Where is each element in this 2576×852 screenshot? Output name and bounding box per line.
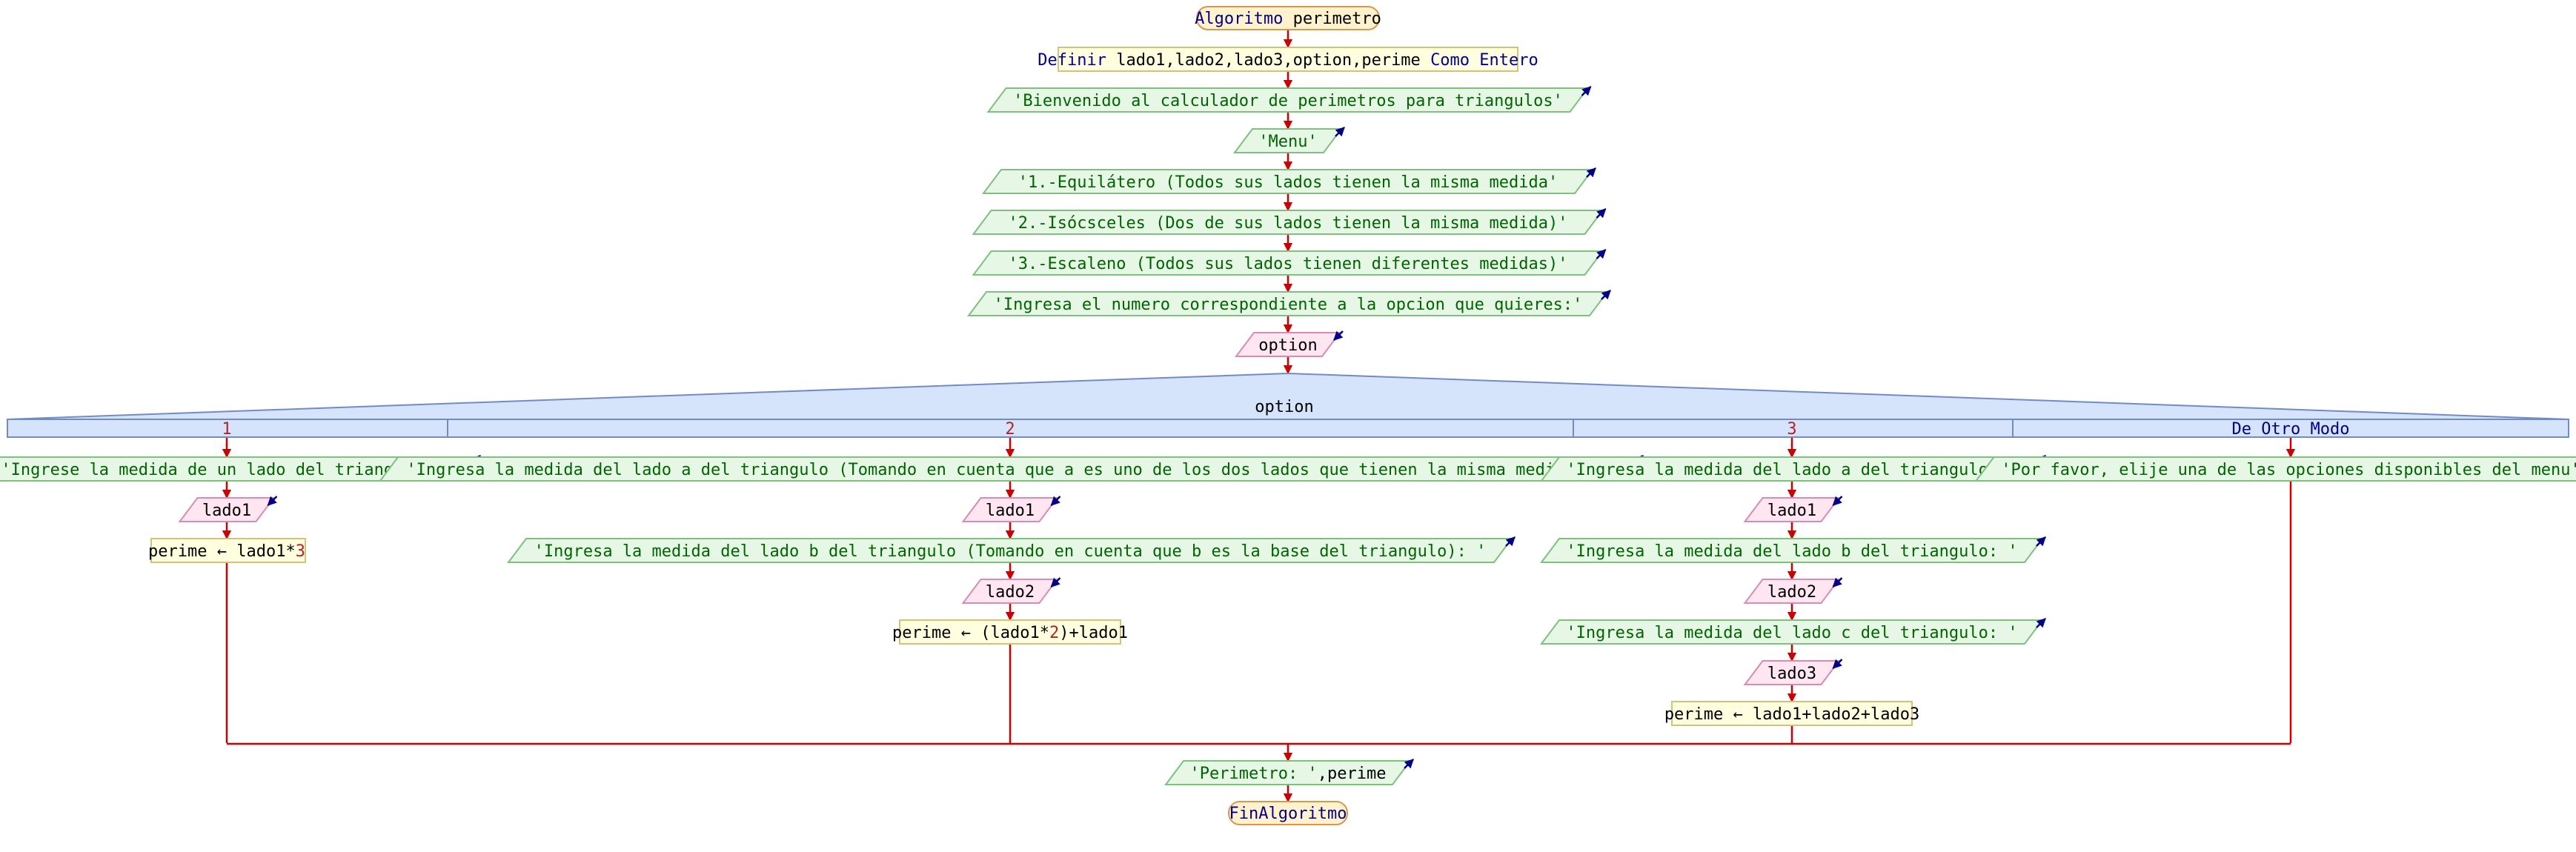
- case1-assign: perime ← lado1*3: [148, 538, 306, 563]
- input-option-node: option: [1235, 330, 1344, 357]
- svg-text:Algoritmo perimetro: Algoritmo perimetro: [1195, 10, 1381, 28]
- input-arrow-icon: [1050, 577, 1061, 588]
- case3-output-3: 'Ingresa la medida del lado c del triang…: [1540, 618, 2046, 645]
- flow-lines: [222, 30, 2296, 803]
- output-main-2: 'Menu': [1233, 127, 1345, 153]
- svg-text:lado1: lado1: [1767, 502, 1816, 520]
- output-arrow-icon: [2036, 618, 2046, 628]
- output-arrow-icon: [1596, 208, 1607, 219]
- svg-text:lado1: lado1: [202, 502, 251, 520]
- output-arrow-icon: [1505, 536, 1516, 547]
- output-arrow-icon: [1404, 759, 1414, 769]
- output-arrow-icon: [1601, 290, 1611, 300]
- case3-assign: perime ← lado1+lado2+lado3: [1664, 701, 1919, 726]
- output-main-3: '1.-Equilátero (Todos sus lados tienen l…: [982, 167, 1596, 194]
- input-arrow-icon: [267, 496, 278, 506]
- svg-text:'3.-Escaleno (Todos sus lado: '3.-Escaleno (Todos sus lados tienen dif…: [1009, 255, 1568, 273]
- start-terminal: Algoritmo perimetro: [1195, 6, 1381, 30]
- svg-text:'Menu': 'Menu': [1258, 133, 1317, 151]
- output-arrow-icon: [1596, 249, 1607, 259]
- output-arrow-icon: [2036, 536, 2046, 547]
- svg-text:lado1: lado1: [986, 502, 1035, 520]
- output-arrow-icon: [1335, 127, 1345, 137]
- switch-block: option 1 2 3 De Otro Modo: [7, 372, 2569, 439]
- input-option: option: [1235, 330, 1344, 357]
- svg-text:perime ← lado1*3: perime ← lado1*3: [148, 542, 305, 561]
- svg-text:'Ingresa la medida del lado c: 'Ingresa la medida del lado c del triang…: [1566, 624, 2017, 642]
- svg-text:'Perimetro: ',perime: 'Perimetro: ',perime: [1190, 765, 1387, 783]
- case3-input-1: lado1: [1743, 496, 1843, 522]
- case1-input: lado1: [178, 496, 278, 522]
- case-label-3: 3: [1787, 420, 1796, 439]
- case-label-2: 2: [1005, 420, 1015, 439]
- svg-text:FinAlgoritmo: FinAlgoritmo: [1229, 805, 1347, 823]
- svg-text:'Ingrese la medida de un lado: 'Ingrese la medida de un lado del triang…: [1, 461, 452, 479]
- switch-variable: option: [1255, 398, 1313, 416]
- svg-text:lado2: lado2: [986, 583, 1035, 602]
- input-arrow-icon: [1050, 496, 1061, 506]
- input-arrow-icon: [1333, 330, 1344, 341]
- case2-output-1: 'Ingresa la medida del lado a del triang…: [379, 455, 1644, 482]
- output-main-6: 'Ingresa el numero correspondiente a la …: [967, 290, 1611, 316]
- svg-text:'Ingresa la medida del lado a: 'Ingresa la medida del lado a del triang…: [1566, 461, 2017, 479]
- output-main-1: 'Bienvenido al calculador de perimetros …: [986, 86, 1592, 113]
- output-main-4: '2.-Isócsceles (Dos de sus lados tienen …: [972, 208, 1607, 235]
- input-arrow-icon: [1832, 577, 1843, 588]
- default-output: 'Por favor, elije una de las opciones di…: [1974, 456, 2576, 482]
- output-arrow-icon: [1586, 167, 1596, 178]
- svg-text:'1.-Equilátero (Todos sus la: '1.-Equilátero (Todos sus lados tienen l…: [1018, 173, 1558, 192]
- svg-text:'2.-Isócsceles (Dos de sus l: '2.-Isócsceles (Dos de sus lados tienen …: [1009, 214, 1568, 233]
- svg-text:lado2: lado2: [1767, 583, 1816, 602]
- output-arrow-icon: [1581, 86, 1592, 96]
- svg-text:perime ← lado1+lado2+lado3: perime ← lado1+lado2+lado3: [1664, 705, 1919, 724]
- case2-input-2: lado2: [961, 577, 1061, 604]
- case3-input-3: lado3: [1743, 659, 1843, 685]
- case2-assign: perime ← (lado1*2)+lado1: [892, 619, 1128, 645]
- output-main-5: '3.-Escaleno (Todos sus lados tienen dif…: [972, 249, 1607, 276]
- case-label-default: De Otro Modo: [2232, 420, 2350, 439]
- define-process: Definir lado1,lado2,lado3,option,perime …: [1038, 47, 1538, 72]
- input-arrow-icon: [1832, 659, 1843, 669]
- svg-text:'Ingresa el numero correspondi: 'Ingresa el numero correspondiente a la …: [994, 296, 1583, 314]
- case2-input-1: lado1: [961, 496, 1061, 522]
- svg-text:'Ingresa la medida del lado b: 'Ingresa la medida del lado b del triang…: [1566, 542, 2017, 561]
- svg-text:Definir lado1,lado2,lado3,opti: Definir lado1,lado2,lado3,option,perime …: [1038, 51, 1538, 70]
- case3-output-2: 'Ingresa la medida del lado b del triang…: [1540, 536, 2046, 563]
- case2-output-2: 'Ingresa la medida del lado b del triang…: [507, 536, 1516, 563]
- svg-text:lado3: lado3: [1767, 665, 1816, 683]
- svg-text:'Bienvenido al calculador de p: 'Bienvenido al calculador de perimetros …: [1013, 92, 1563, 110]
- main-output-list: 'Bienvenido al calculador de perimetros …: [967, 86, 1611, 316]
- svg-text:option: option: [1258, 336, 1317, 355]
- svg-text:'Por favor, elije una de las o: 'Por favor, elije una de las opciones di…: [2001, 461, 2576, 479]
- svg-text:'Ingresa la medida del lado b: 'Ingresa la medida del lado b del triang…: [534, 542, 1487, 561]
- case-label-1: 1: [222, 420, 231, 439]
- branch-nodes: 'Ingrese la medida de un lado del triang…: [0, 455, 2576, 685]
- case3-input-2: lado2: [1743, 577, 1843, 604]
- input-arrow-icon: [1832, 496, 1843, 506]
- end-terminal: FinAlgoritmo: [1228, 801, 1348, 825]
- svg-text:'Ingresa la medida del lado a: 'Ingresa la medida del lado a del triang…: [406, 461, 1613, 479]
- final-output: 'Perimetro: ',perime: [1164, 759, 1414, 785]
- case3-output-1: 'Ingresa la medida del lado a del triang…: [1540, 455, 2046, 482]
- svg-text:perime ← (lado1*2)+lado1: perime ← (lado1*2)+lado1: [892, 624, 1128, 642]
